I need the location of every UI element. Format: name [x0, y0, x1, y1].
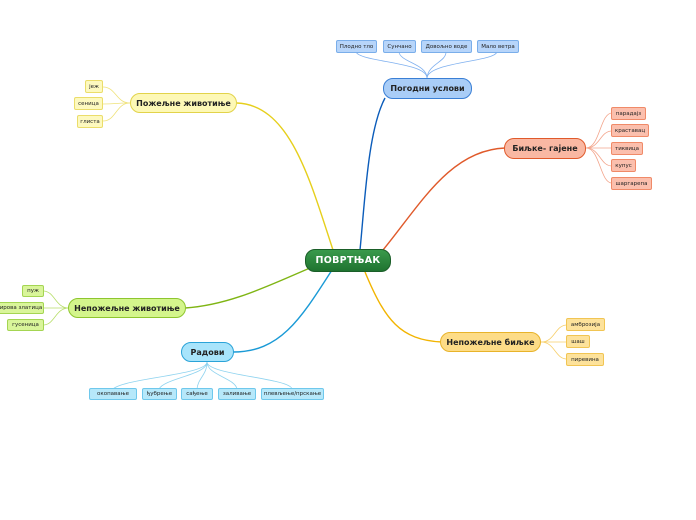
leaf-weeds-1[interactable]: амброзија	[566, 318, 605, 331]
leaf-bad-animals-3[interactable]: гусеница	[7, 319, 44, 331]
branch-weeds[interactable]: Непожељне биљке	[440, 332, 541, 352]
leaf-plants-3[interactable]: тиквица	[611, 142, 643, 155]
leaf-conditions-4[interactable]: Мало ветра	[477, 40, 519, 53]
link-plants	[382, 147, 506, 251]
leaf-conditions-2[interactable]: Сунчано	[383, 40, 416, 53]
leaf-work-1[interactable]: окопавање	[89, 388, 137, 400]
branch-bad-animals[interactable]: Непожељне животиње	[68, 298, 186, 318]
central-topic[interactable]: ПОВРТЊАК	[305, 249, 391, 272]
leaf-work-3[interactable]: сађење	[181, 388, 213, 400]
leaf-bad-animals-2[interactable]: кромпирова златица	[0, 302, 44, 314]
leaf-plants-5[interactable]: шаргарепа	[611, 177, 652, 190]
leaf-plants-2[interactable]: краставац	[611, 124, 649, 137]
leaf-plants-4[interactable]: купус	[611, 159, 636, 172]
branch-good-animals[interactable]: Пожељне животиње	[130, 93, 237, 113]
leaf-bad-animals-1[interactable]: пуж	[22, 285, 44, 297]
leaf-weeds-2[interactable]: шаш	[566, 335, 590, 348]
link-work	[232, 269, 333, 353]
leaf-good-animals-2[interactable]: сеница	[74, 97, 103, 110]
link-weeds	[364, 271, 443, 343]
leaf-conditions-3[interactable]: Довољно воде	[421, 40, 472, 53]
leaf-work-2[interactable]: ђубрење	[142, 388, 177, 400]
link-good-animals	[236, 102, 334, 251]
leaf-work-5[interactable]: плевљење/прскање	[261, 388, 324, 400]
leaf-plants-1[interactable]: парадајз	[611, 107, 646, 120]
link-conditions	[359, 97, 386, 251]
leaf-weeds-3[interactable]: пиревина	[566, 353, 604, 366]
branch-conditions[interactable]: Погодни услови	[383, 78, 472, 99]
branch-work[interactable]: Радови	[181, 342, 234, 362]
leaf-conditions-1[interactable]: Плодно тло	[336, 40, 377, 53]
leaf-good-animals-3[interactable]: глиста	[77, 115, 103, 128]
branch-plants[interactable]: Биљке- гајене	[504, 138, 586, 159]
leaf-work-4[interactable]: заливање	[218, 388, 256, 400]
link-bad-animals	[184, 267, 311, 309]
leaf-good-animals-1[interactable]: јеж	[85, 80, 103, 93]
